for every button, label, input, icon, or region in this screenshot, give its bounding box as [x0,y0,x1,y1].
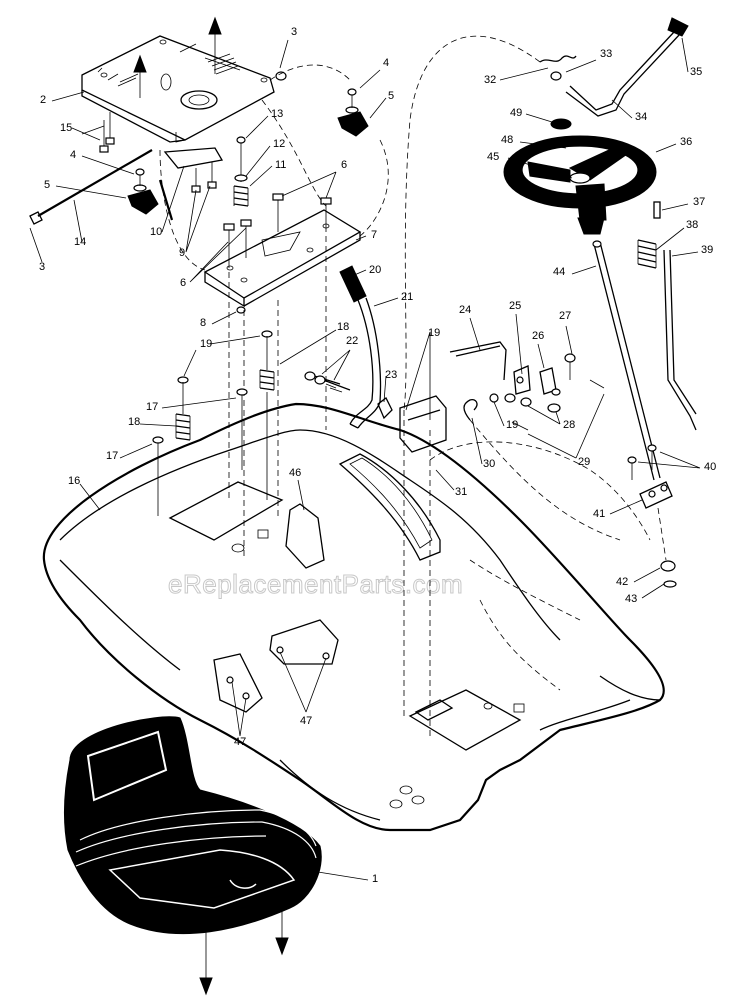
part-number-19: 19 [200,338,212,350]
part-number-14: 14 [74,236,86,248]
part-number-47: 47 [300,715,312,727]
part-number-16: 16 [68,475,80,487]
part-number-38: 38 [686,219,698,231]
part-number-10: 10 [150,226,162,238]
bracket-47a [269,619,339,665]
rod-assembly [29,71,369,225]
bracket [163,147,224,169]
part-number-29: 29 [578,456,590,468]
part-number-39: 39 [701,244,713,256]
part-number-11: 11 [275,159,286,171]
part-number-15: 15 [60,122,72,134]
part-number-42: 42 [616,576,628,588]
part-number-6: 6 [180,277,186,289]
part-number-21: 21 [401,291,413,303]
pedal-linkage [399,341,605,453]
part-number-30: 30 [483,458,495,470]
part-number-48: 48 [501,134,513,146]
spring-left [152,376,248,516]
part-number-31: 31 [455,486,467,498]
part-number-18: 18 [337,321,349,333]
part-number-43: 43 [625,593,637,605]
steering-assembly [403,17,697,588]
part-number-36: 36 [680,136,692,148]
bracket-47b [213,653,263,713]
part-labels: 1233445566789101112131415161717181819191… [39,26,716,885]
bracket-46 [285,503,325,569]
part-number-18: 18 [128,416,140,428]
seat-plate [81,35,275,143]
part-number-24: 24 [459,304,471,316]
part-number-9: 9 [179,247,185,259]
part-number-7: 7 [371,229,377,241]
part-number-5: 5 [388,90,394,102]
part-number-1: 1 [372,873,378,885]
part-number-13: 13 [271,108,283,120]
part-number-25: 25 [509,300,521,312]
part-number-27: 27 [559,310,571,322]
part-number-40: 40 [704,461,716,473]
part-number-17: 17 [146,401,158,413]
part-number-5: 5 [44,179,50,191]
part-number-4: 4 [383,57,389,69]
watermark: eReplacementParts.com [168,569,463,599]
spring-right [259,330,275,500]
part-number-20: 20 [369,264,381,276]
part-number-17: 17 [106,450,118,462]
seat [63,716,322,935]
part-number-4: 4 [70,149,76,161]
leader-lines [29,37,701,881]
part-number-34: 34 [635,111,647,123]
part-number-44: 44 [553,266,565,278]
part-number-22: 22 [346,335,358,347]
part-number-8: 8 [200,317,206,329]
part-number-37: 37 [693,196,705,208]
part-number-3: 3 [39,261,45,273]
part-number-47: 47 [234,736,246,748]
part-number-19: 19 [506,419,518,431]
part-number-12: 12 [273,138,285,150]
lift-lever [339,265,393,429]
part-number-49: 49 [510,107,522,119]
part-number-26: 26 [532,330,544,342]
part-number-46: 46 [289,467,301,479]
part-number-2: 2 [40,94,46,106]
part-number-19: 19 [428,327,440,339]
chassis-body [42,402,665,832]
part-number-41: 41 [593,508,605,520]
part-number-35: 35 [690,66,702,78]
part-number-6: 6 [341,159,347,171]
part-number-33: 33 [600,48,612,60]
part-number-28: 28 [563,419,575,431]
part-number-32: 32 [484,74,496,86]
part-number-23: 23 [385,369,397,381]
part-number-45: 45 [487,151,499,163]
part-number-3: 3 [291,26,297,38]
